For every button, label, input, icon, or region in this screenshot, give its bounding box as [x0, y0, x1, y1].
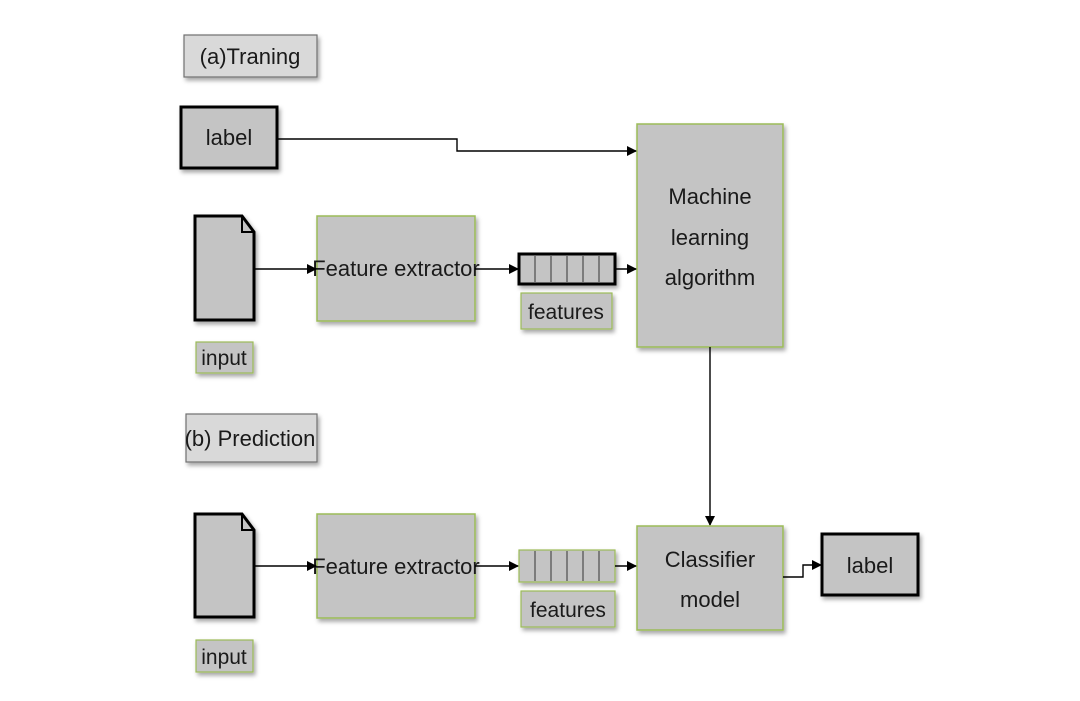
training-label-box: label — [179, 105, 279, 170]
training-input-text: input — [201, 347, 247, 370]
training-input-tag: input — [195, 341, 254, 374]
prediction-features-text: features — [530, 599, 606, 622]
prediction-header: (b) Prediction — [185, 413, 318, 463]
ml-algorithm-box: Machine learning algorithm — [636, 123, 784, 348]
training-feature-vector — [517, 252, 617, 286]
prediction-label-text: label — [847, 553, 893, 578]
prediction-feature-extractor: Feature extractor — [312, 513, 480, 619]
ml-algorithm-line-2: learning — [671, 225, 749, 250]
training-feature-extractor-text: Feature extractor — [312, 256, 480, 281]
label-to-ml-arrow — [277, 138, 637, 156]
classifier-line-2: model — [680, 587, 740, 612]
prediction-input-tag: input — [195, 639, 254, 673]
prediction-header-text: (b) Prediction — [185, 426, 316, 451]
training-features-tag: features — [520, 292, 613, 330]
prediction-features-tag: features — [520, 590, 616, 628]
prediction-label-box: label — [820, 532, 920, 597]
classifier-model-box: Classifier model — [636, 525, 784, 631]
classifier-to-label-arrow — [783, 560, 822, 578]
prediction-feature-extractor-text: Feature extractor — [312, 554, 480, 579]
ml-algorithm-line-3: algorithm — [665, 265, 755, 290]
prediction-input-document-icon — [193, 512, 256, 619]
classifier-line-1: Classifier — [665, 547, 755, 572]
training-header-text: (a)Traning — [200, 44, 301, 69]
prediction-feature-vector — [518, 549, 616, 583]
ml-algorithm-line-1: Machine — [668, 184, 751, 209]
training-input-document-icon — [193, 214, 256, 322]
training-label-text: label — [206, 125, 252, 150]
training-features-text: features — [528, 301, 604, 324]
training-feature-extractor: Feature extractor — [312, 215, 480, 322]
prediction-input-text: input — [201, 646, 247, 669]
training-header: (a)Traning — [183, 34, 318, 78]
